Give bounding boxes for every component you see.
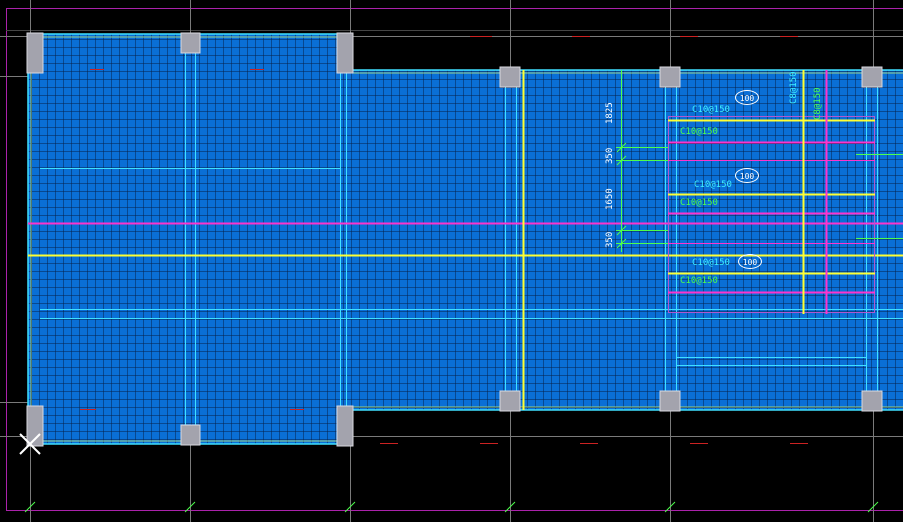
slab-right [352, 70, 903, 410]
column [659, 390, 681, 412]
rebar-label: C10@150 [680, 127, 718, 137]
rebar-label: C10@150 [692, 258, 730, 268]
slab-thickness-tag: 100 [735, 168, 759, 183]
column [336, 32, 354, 74]
axis-markers [80, 36, 808, 444]
column [336, 405, 354, 447]
rebar-label: C10@150 [680, 198, 718, 208]
dimension-lines [616, 70, 668, 252]
cross-x-icon [19, 433, 41, 455]
column [180, 32, 201, 54]
rebar-label: C10@150 [692, 105, 730, 115]
slab-panels [28, 34, 903, 444]
rebar-label-vertical: C8@150 [789, 71, 799, 104]
bottom-axis-ticks [24, 501, 879, 513]
column [659, 66, 681, 88]
column [499, 66, 521, 88]
column [861, 390, 883, 412]
slab-thickness-tag: 100 [738, 254, 762, 269]
slab-left [28, 34, 352, 444]
column [180, 424, 201, 446]
rebar-label-vertical: C8@150 [813, 87, 823, 120]
dimension-text: 350 [605, 231, 615, 248]
drawing-border [6, 8, 903, 511]
slab-thickness-tag: 100 [735, 90, 759, 105]
column [26, 32, 44, 74]
rebar-detail-zone [668, 70, 903, 314]
column [499, 390, 521, 412]
dimension-text: 1650 [605, 188, 615, 210]
beams [40, 34, 903, 444]
dimension-text: 350 [605, 147, 615, 164]
column [861, 66, 883, 88]
rebar-label: C10@150 [694, 180, 732, 190]
rebar-label: C10@150 [680, 276, 718, 286]
dimension-text: 1825 [605, 102, 615, 124]
